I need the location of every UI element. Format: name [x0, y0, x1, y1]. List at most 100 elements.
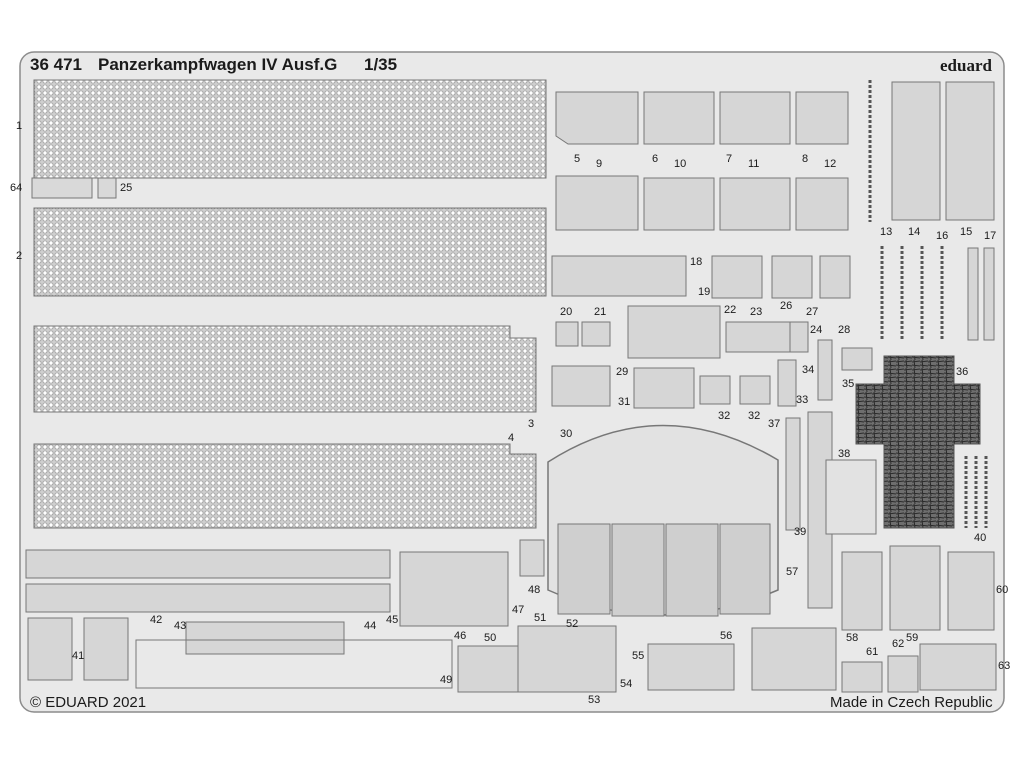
- part-number: 57: [786, 566, 799, 578]
- part-59: [889, 545, 941, 631]
- part-4-grille: [33, 443, 537, 529]
- part-60: [947, 551, 995, 631]
- part-number: 64: [10, 182, 23, 194]
- origin-text: Made in Czech Republic: [830, 694, 993, 711]
- part-number: 58: [846, 632, 859, 644]
- part-number: 19: [698, 286, 711, 298]
- part-number: 46: [454, 630, 467, 642]
- part-number: 9: [596, 158, 603, 170]
- part-number: 52: [566, 618, 579, 630]
- part-42-row2: [25, 583, 391, 613]
- part-number: 25: [120, 182, 133, 194]
- part-number: 59: [906, 632, 919, 644]
- part-14: [891, 81, 941, 221]
- part-31: [633, 367, 695, 409]
- part-number: 60: [996, 584, 1009, 596]
- part-number: 32: [748, 410, 761, 422]
- part-number: 15: [960, 226, 973, 238]
- part-62: [887, 655, 919, 693]
- part-number: 30: [560, 428, 573, 440]
- part-number: 63: [998, 660, 1011, 672]
- part-16-chains: [880, 246, 944, 340]
- part-number: 47: [512, 604, 525, 616]
- part-number: 27: [806, 306, 819, 318]
- part-61: [841, 661, 883, 693]
- part-number: 14: [908, 226, 921, 238]
- part-45-47: [399, 551, 509, 627]
- parts-19-28: [711, 255, 851, 299]
- part-number: 45: [386, 614, 399, 626]
- part-number: 62: [892, 638, 905, 650]
- part-51-53: [517, 625, 617, 693]
- part-24: [789, 321, 809, 353]
- part-number: 28: [838, 324, 851, 336]
- part-number: 26: [780, 300, 793, 312]
- brand-logo: eduard: [940, 56, 992, 75]
- part-number: 10: [674, 158, 687, 170]
- part-30-panels: [557, 523, 771, 617]
- part-number: 42: [150, 614, 163, 626]
- part-number: 6: [652, 153, 659, 165]
- set-number: 36 471: [30, 55, 82, 74]
- part-number: 43: [174, 620, 187, 632]
- plates-row-2: [555, 175, 849, 231]
- part-37: [785, 417, 801, 531]
- part-number: 11: [748, 158, 760, 170]
- part-41a: [27, 617, 73, 681]
- part-number: 13: [880, 226, 893, 238]
- part-41b: [83, 617, 129, 681]
- part-23: [725, 321, 791, 353]
- part-number: 34: [802, 364, 815, 376]
- part-number: 41: [72, 650, 85, 662]
- part-number: 18: [690, 256, 703, 268]
- part-21: [581, 321, 611, 347]
- part-42-row1: [25, 549, 391, 579]
- part-number: 39: [794, 526, 807, 538]
- part-number: 40: [974, 532, 987, 544]
- part-number: 22: [724, 304, 737, 316]
- plates-row-1: [555, 91, 849, 145]
- part-55-56: [647, 643, 735, 691]
- part-number: 49: [440, 674, 453, 686]
- part-18-clamps: [551, 255, 687, 297]
- part-number: 50: [484, 632, 497, 644]
- part-number: 20: [560, 306, 573, 318]
- part-number: 29: [616, 366, 629, 378]
- part-number: 5: [574, 153, 581, 165]
- part-number: 1: [16, 120, 23, 132]
- part-number: 24: [810, 324, 823, 336]
- part-number: 23: [750, 306, 763, 318]
- part-50: [457, 645, 521, 693]
- part-number: 32: [718, 410, 731, 422]
- part-15: [945, 81, 995, 221]
- scale-label: 1/35: [364, 55, 398, 74]
- part-number: 36: [956, 366, 969, 378]
- part-number: 55: [632, 650, 645, 662]
- part-1-grille: [33, 79, 547, 179]
- part-number: 61: [866, 646, 879, 658]
- part-number: 4: [508, 432, 515, 444]
- part-58: [841, 551, 883, 631]
- part-2-grille: [33, 207, 547, 297]
- part-38: [825, 459, 877, 535]
- part-number: 56: [720, 630, 733, 642]
- part-63: [919, 643, 997, 691]
- part-number: 31: [618, 396, 631, 408]
- part-29: [551, 365, 611, 407]
- part-number: 54: [620, 678, 633, 690]
- part-number: 16: [936, 230, 949, 242]
- part-number: 7: [726, 153, 733, 165]
- part-48: [519, 539, 545, 577]
- part-32b: [739, 375, 771, 405]
- part-number: 21: [594, 306, 607, 318]
- part-number: 48: [528, 584, 541, 596]
- part-49: [135, 639, 453, 689]
- part-20: [555, 321, 579, 347]
- part-number: 44: [364, 620, 377, 632]
- part-number: 37: [768, 418, 781, 430]
- part-64: [31, 177, 93, 199]
- part-57: [751, 627, 837, 691]
- part-40: [964, 456, 988, 528]
- part-number: 35: [842, 378, 855, 390]
